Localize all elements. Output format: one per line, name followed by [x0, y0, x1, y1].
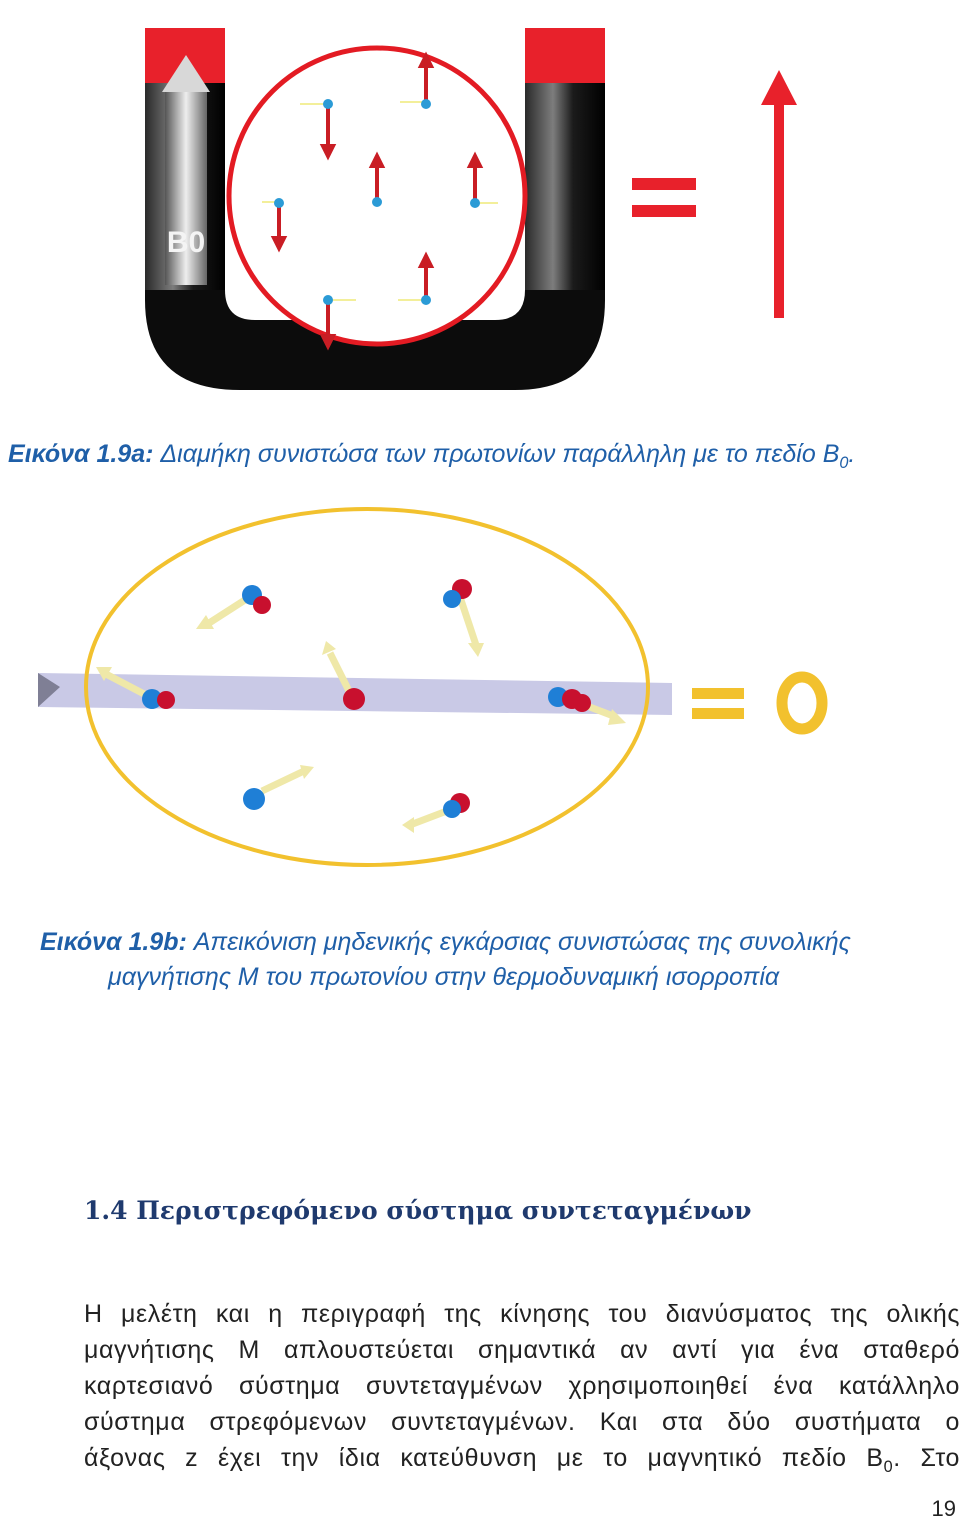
caption-1b: Εικόνα 1.9b: Απεικόνιση μηδενικής εγκάρσ…	[40, 925, 940, 995]
proton	[243, 765, 314, 810]
section-body: Η μελέτη και η περιγραφή της κίνησης του…	[84, 1296, 960, 1485]
section-heading: 1.4 Περιστρεφόμενο σύστημα συντεταγμένων	[84, 1196, 751, 1225]
body-line: σύστημα στρεφόμενων συντεταγμένων. Και σ…	[84, 1404, 960, 1440]
body-line-text: άξονας z έχει την ίδια κατεύθυνση με το …	[84, 1444, 884, 1472]
body-line: μαγνήτισης M απλουστεύεται σημαντικά αν …	[84, 1332, 960, 1368]
page-number: 19	[932, 1496, 956, 1522]
caption-text: Διαμήκη συνιστώσα των πρωτονίων παράλληλ…	[160, 440, 839, 468]
caption-label: Εικόνα 1.9b:	[40, 928, 187, 956]
caption-label: Εικόνα 1.9a:	[8, 440, 153, 468]
body-subscript: 0	[884, 1458, 894, 1476]
figure-1b	[0, 495, 960, 915]
proton	[443, 579, 484, 657]
body-line: καρτεσιανό σύστημα συντεταγμένων χρησιμο…	[84, 1368, 960, 1404]
equals-sign	[632, 178, 696, 217]
caption-line-2: μαγνήτισης M του πρωτονίου στην θερμοδυν…	[40, 960, 940, 995]
caption-line-1: Απεικόνιση μηδενικής εγκάρσιας συνιστώσα…	[194, 928, 851, 956]
figure-1a: B0	[0, 0, 960, 410]
proton	[402, 793, 470, 833]
equals-zero	[692, 677, 822, 729]
south-pole	[525, 28, 605, 83]
body-line-end: . Στο	[893, 1444, 960, 1472]
net-magnetization-arrow	[761, 70, 797, 318]
body-line: Η μελέτη και η περιγραφή της κίνησης του…	[84, 1296, 960, 1332]
caption-1a: Εικόνα 1.9a: Διαμήκη συνιστώσα των πρωτο…	[8, 440, 855, 473]
b0-label: B0	[167, 226, 205, 259]
caption-end: .	[848, 440, 855, 468]
proton	[196, 585, 271, 629]
body-line-last: άξονας z έχει την ίδια κατεύθυνση με το …	[84, 1440, 960, 1485]
